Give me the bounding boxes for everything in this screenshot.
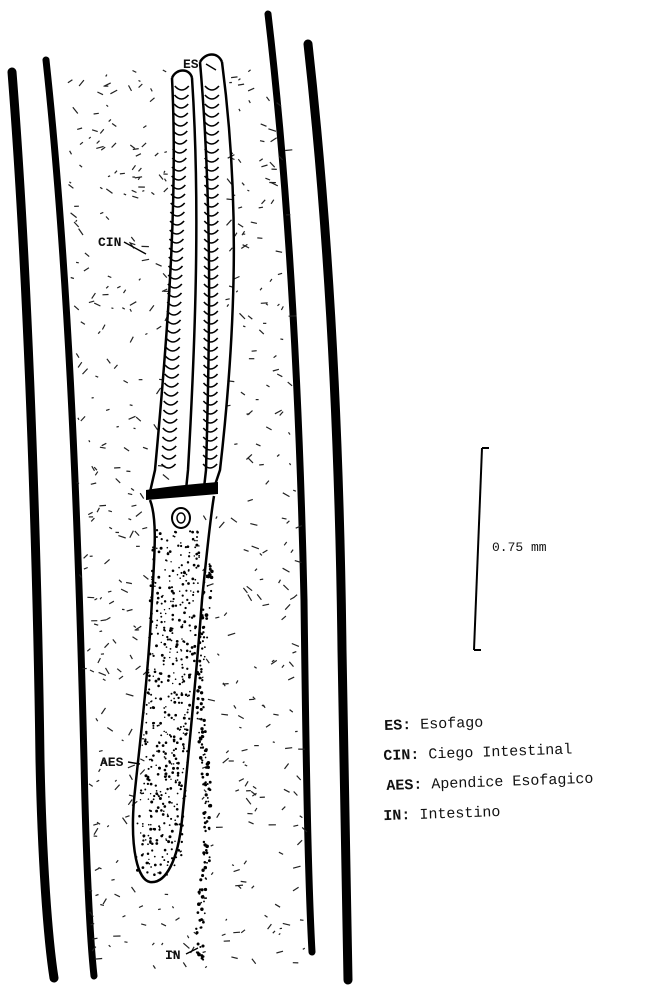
legend-name: Ciego Intestinal <box>428 741 573 763</box>
legend-name: Esofago <box>420 715 484 734</box>
label-cin: CIN <box>98 235 121 250</box>
legend: ES: Esofago CIN: Ciego Intestinal AES: A… <box>384 711 595 838</box>
body-wall-left-inner <box>46 60 94 976</box>
legend-abbr: ES: <box>384 717 412 735</box>
scale-bar <box>474 448 489 650</box>
label-in: IN <box>165 948 181 963</box>
label-aes: AES <box>100 755 124 770</box>
legend-abbr: AES: <box>386 777 423 795</box>
legend-abbr: IN: <box>383 807 411 825</box>
body-wall-right-inner <box>268 14 312 952</box>
legend-name: Intestino <box>419 804 501 824</box>
body-wall-left-outer <box>12 72 54 978</box>
label-es: ES <box>183 57 199 72</box>
intestine-strand <box>195 563 214 960</box>
body-cavity-stipple <box>68 70 307 969</box>
esophageal-appendix <box>133 496 214 882</box>
esophagus <box>146 55 234 529</box>
scale-bar-label: 0.75 mm <box>492 540 547 555</box>
body-wall-right-outer <box>308 44 348 980</box>
legend-abbr: CIN: <box>383 747 420 765</box>
